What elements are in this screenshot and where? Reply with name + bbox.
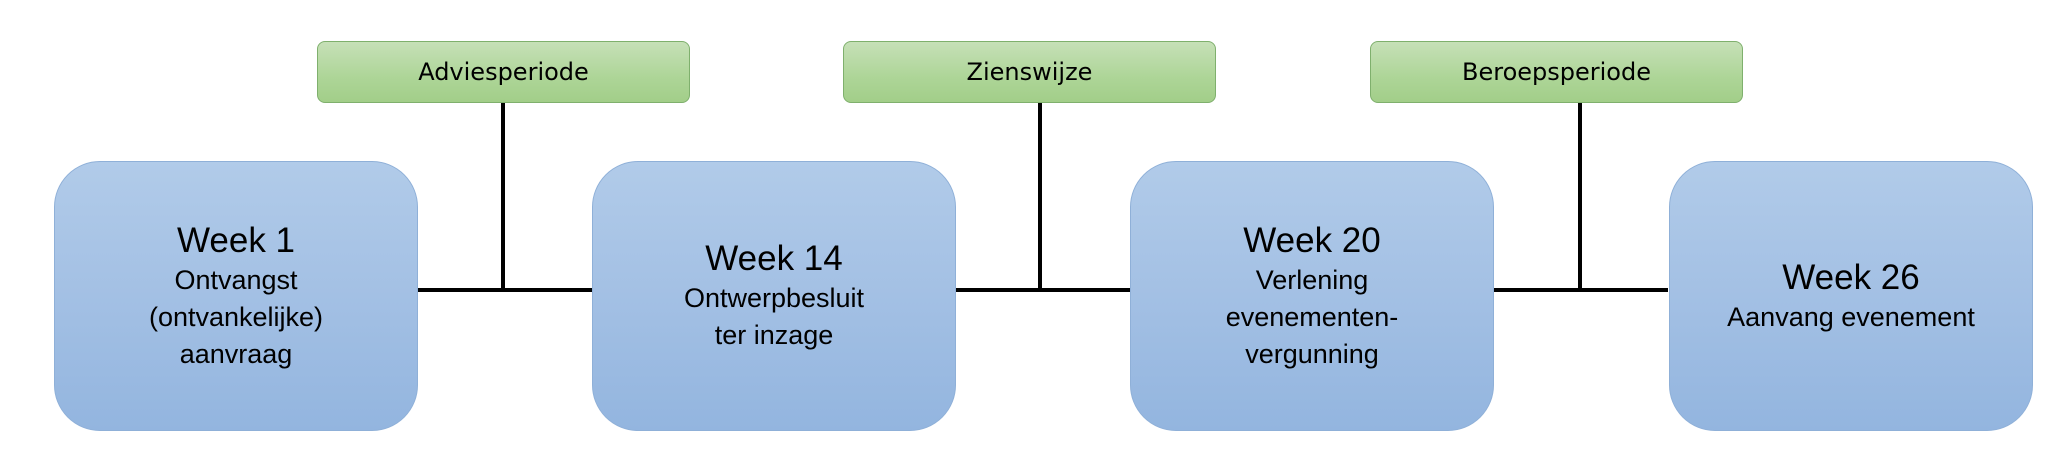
week-title: Week 20 [1243, 220, 1381, 260]
week-box-20: Week 20 Verlening evenementen- vergunnin… [1130, 161, 1494, 431]
week-title: Week 1 [176, 220, 296, 260]
period-box-beroepsperiode: Beroepsperiode [1370, 41, 1743, 103]
week-description: Ontwerpbesluit ter inzage [683, 283, 865, 350]
week-description: Aanvang evenement [1727, 301, 1975, 332]
week-description: Ontvangst (ontvankelijke) aanvraag [148, 264, 324, 369]
period-label: Adviesperiode [418, 58, 589, 86]
period-label: Beroepsperiode [1462, 58, 1651, 86]
week-title: Week 14 [705, 239, 843, 278]
week-box-14: Week 14 Ontwerpbesluit ter inzage [592, 161, 956, 431]
period-box-zienswijze: Zienswijze [843, 41, 1216, 103]
week-description: Verlening evenementen- vergunning [1225, 264, 1399, 369]
week-title: Week 26 [1782, 257, 1920, 297]
week-box-1: Week 1 Ontvangst (ontvankelijke) aanvraa… [54, 161, 418, 431]
period-label: Zienswijze [966, 58, 1093, 86]
week-box-26: Week 26 Aanvang evenement [1669, 161, 2033, 431]
period-box-adviesperiode: Adviesperiode [317, 41, 690, 103]
